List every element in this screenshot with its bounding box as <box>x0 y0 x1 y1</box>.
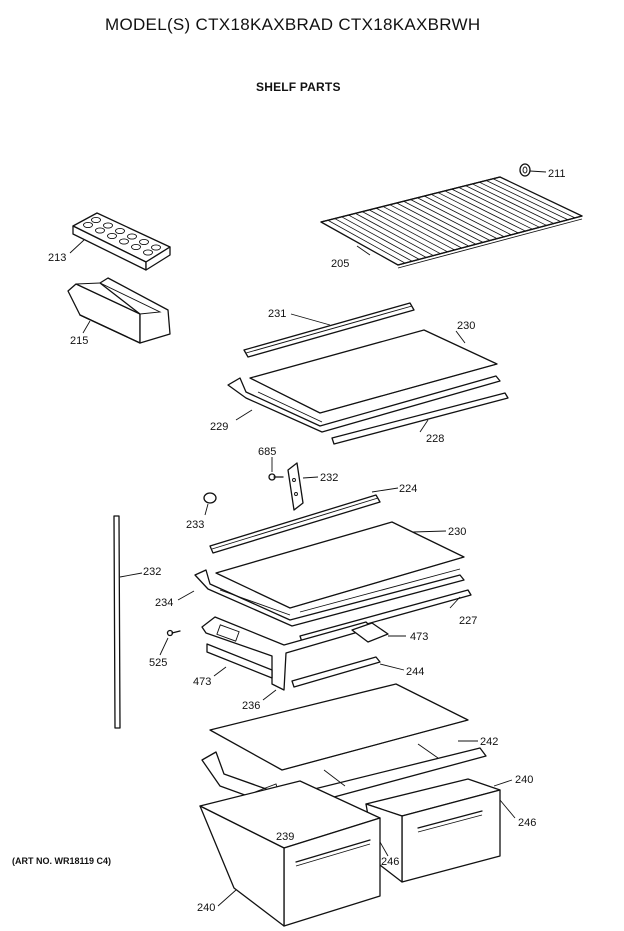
shelf-wire <box>465 185 547 226</box>
egg-cup <box>119 238 129 245</box>
egg-cup <box>83 221 93 229</box>
model-title: MODEL(S) CTX18KAXBRAD CTX18KAXBRWH <box>105 15 481 34</box>
part-231-shelf-trim <box>243 302 415 358</box>
callout-246-left: 246 <box>381 856 399 868</box>
part-230-glass-shelf-upper <box>249 329 498 414</box>
callout-239: 239 <box>276 831 294 843</box>
callout-211: 211 <box>548 168 566 180</box>
shelf-wire <box>369 209 448 253</box>
part-246-crisper-drawer-left <box>199 780 389 927</box>
shelf-wire <box>355 212 434 256</box>
callout-228: 228 <box>426 433 444 445</box>
egg-cup <box>95 227 105 234</box>
egg-cup <box>107 232 117 240</box>
callout-246-right: 246 <box>518 817 536 829</box>
callout-242: 242 <box>480 736 498 748</box>
callout-232-rail: 232 <box>143 566 161 578</box>
callout-205: 205 <box>331 258 349 270</box>
callout-224: 224 <box>399 483 417 495</box>
shelf-wire <box>479 181 561 223</box>
callout-473-left: 473 <box>193 676 211 688</box>
part-213-egg-tray <box>69 212 171 271</box>
part-211-shelf-stop <box>519 163 547 177</box>
part-525-screw <box>159 629 181 656</box>
callout-525: 525 <box>149 657 167 669</box>
shelf-wire <box>334 218 413 262</box>
part-233-clip <box>203 492 217 516</box>
part-232-vertical-rail <box>113 515 143 729</box>
part-234-shelf-frame-middle <box>177 568 465 627</box>
shelf-wire <box>458 187 540 228</box>
shelf-wire <box>472 183 554 224</box>
callout-231: 231 <box>268 308 286 320</box>
shelf-wire <box>410 199 491 241</box>
callout-232-upper: 232 <box>320 472 338 484</box>
shelf-wire <box>451 188 533 230</box>
egg-cup <box>115 227 125 235</box>
part-685-screw <box>268 457 284 481</box>
callout-215: 215 <box>70 335 88 347</box>
callout-685: 685 <box>258 446 276 458</box>
egg-cup <box>131 243 141 251</box>
part-232-bracket-upper <box>287 462 319 511</box>
callout-227: 227 <box>459 615 477 627</box>
part-242-crisper-cover <box>209 683 478 771</box>
egg-cup <box>91 216 101 224</box>
callout-213: 213 <box>48 252 66 264</box>
shelf-wire <box>362 211 441 255</box>
part-229-shelf-frame-upper <box>227 375 501 433</box>
shelf-wire <box>375 207 455 251</box>
shelf-wire <box>348 214 427 258</box>
callout-240-right: 240 <box>515 774 533 786</box>
egg-cup <box>143 249 153 256</box>
callout-234: 234 <box>155 597 173 609</box>
shelf-wire <box>403 200 484 243</box>
art-number: (ART NO. WR18119 C4) <box>12 856 112 866</box>
shelf-wire <box>492 178 576 219</box>
part-228-shelf-trim-rail <box>331 392 509 445</box>
section-title: SHELF PARTS <box>256 80 341 94</box>
shelf-wire <box>437 192 519 234</box>
shelf-wire <box>327 219 406 264</box>
shelf-wire <box>396 202 477 245</box>
callout-230-upper: 230 <box>457 320 475 332</box>
part-205-wire-shelf <box>320 176 583 269</box>
callout-240-left: 240 <box>197 902 215 914</box>
callout-473-right: 473 <box>410 631 428 643</box>
shelf-wire <box>389 204 469 247</box>
shelf-wire <box>417 197 498 239</box>
callout-244: 244 <box>406 666 424 678</box>
callout-236: 236 <box>242 700 260 712</box>
callout-233: 233 <box>186 519 204 531</box>
egg-cup <box>151 244 161 251</box>
part-473-slide-right <box>351 622 406 643</box>
part-230-glass-shelf-middle <box>215 521 465 609</box>
egg-cup <box>139 238 149 246</box>
egg-cup <box>103 222 113 229</box>
part-224-shelf-trim <box>209 487 399 554</box>
part-215-bin <box>67 277 171 344</box>
shelf-wire <box>382 206 462 249</box>
shelf-wire <box>486 180 569 221</box>
shelf-wire <box>430 193 512 236</box>
part-473-slide-left <box>206 643 273 679</box>
egg-cup <box>127 233 137 240</box>
callout-229: 229 <box>210 421 228 433</box>
shelf-wire <box>444 190 526 232</box>
shelf-wire <box>424 195 505 238</box>
part-244-slide-rail <box>291 656 405 688</box>
callout-labels: 211 213 205 215 231 230 229 228 685 232 … <box>48 168 566 914</box>
callout-230-middle: 230 <box>448 526 466 538</box>
shelf-wire <box>341 216 420 260</box>
